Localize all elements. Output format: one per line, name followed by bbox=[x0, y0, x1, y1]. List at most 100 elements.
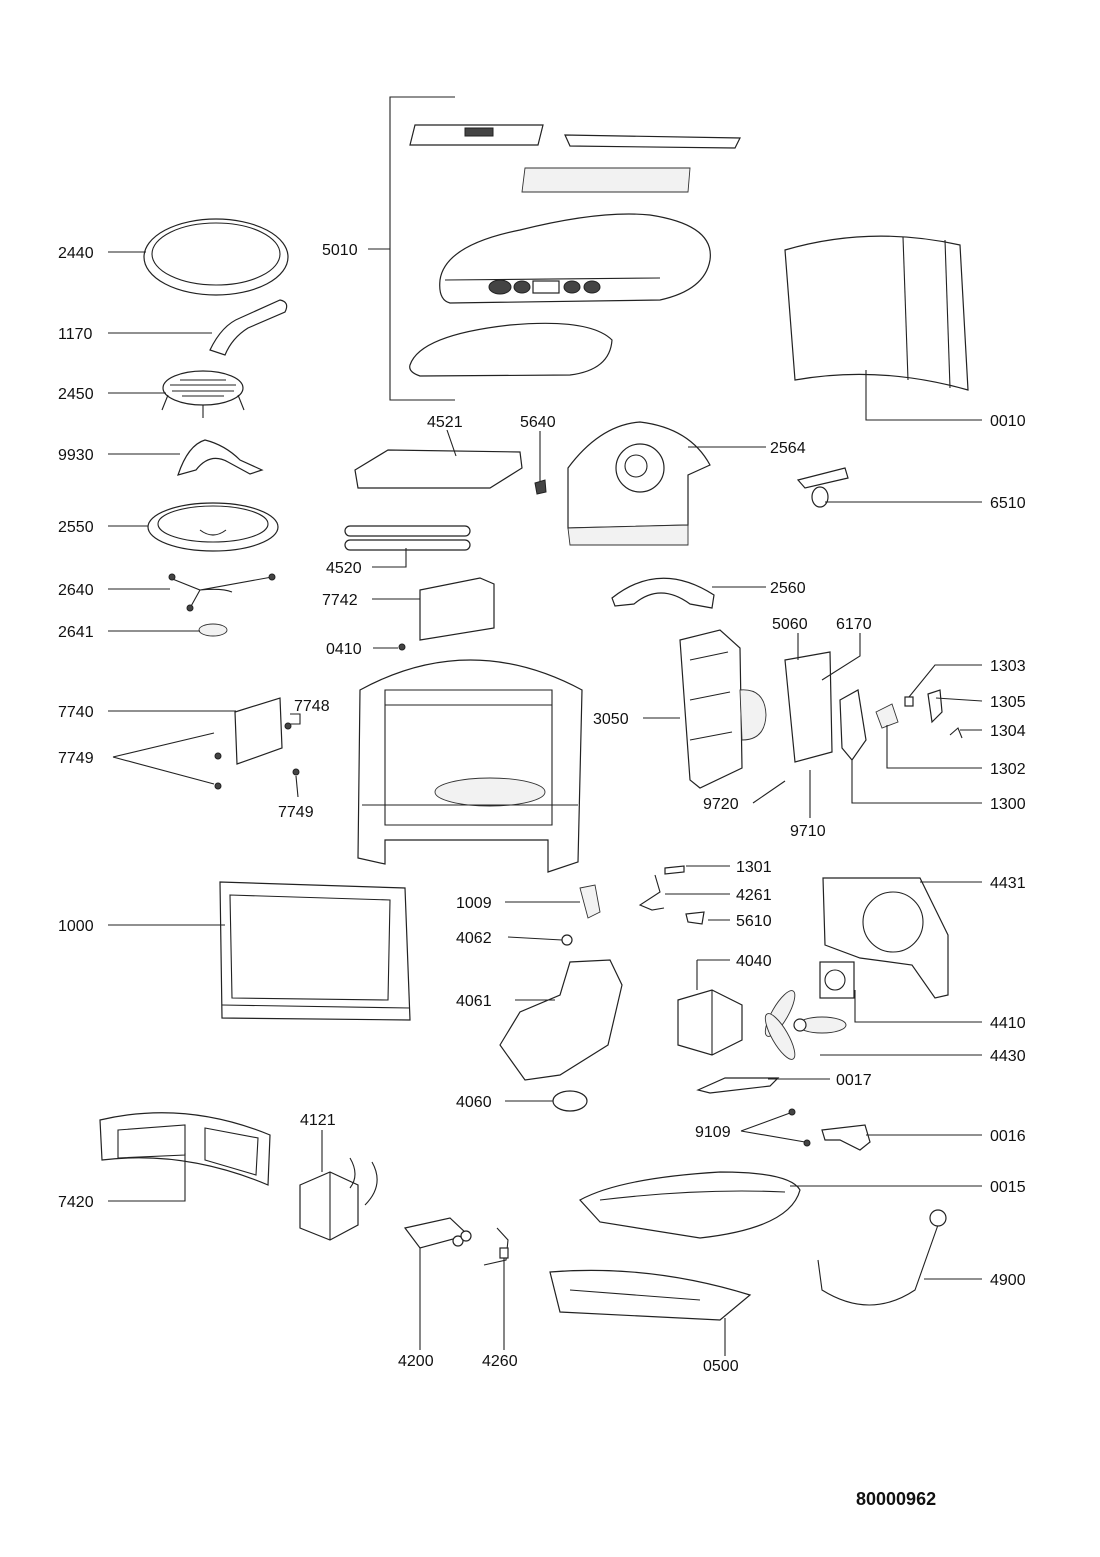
part-7420-door-frame bbox=[99, 1112, 271, 1186]
callout-0016: 0016 bbox=[990, 1128, 1026, 1145]
callout-2640: 2640 bbox=[58, 582, 94, 599]
callout-9930: 9930 bbox=[58, 447, 94, 464]
callout-2564: 2564 bbox=[770, 440, 806, 457]
callout-1302: 1302 bbox=[990, 761, 1026, 778]
callout-4040: 4040 bbox=[736, 953, 772, 970]
part-4261 bbox=[638, 874, 665, 911]
part-4062 bbox=[561, 934, 573, 946]
part-2550-glass-tray bbox=[147, 502, 279, 552]
part-0010-outer-case bbox=[784, 235, 969, 391]
part-4430-fan-blade bbox=[764, 990, 847, 1060]
callout-4900: 4900 bbox=[990, 1272, 1026, 1289]
callout-4260: 4260 bbox=[482, 1353, 518, 1370]
callout-5010: 5010 bbox=[322, 242, 358, 259]
part-1009 bbox=[579, 884, 601, 919]
part-4061-bracket bbox=[499, 959, 623, 1081]
part-5610 bbox=[685, 911, 705, 925]
part-2560-cover bbox=[611, 577, 715, 609]
part-1303 bbox=[904, 696, 914, 707]
part-1304 bbox=[949, 727, 963, 739]
part-4121-transformer bbox=[299, 1157, 378, 1241]
callout-4410: 4410 bbox=[990, 1015, 1026, 1032]
callout-0017: 0017 bbox=[836, 1072, 872, 1089]
callout-7748: 7748 bbox=[294, 698, 330, 715]
callout-9109: 9109 bbox=[695, 1124, 731, 1141]
callout-4060: 4060 bbox=[456, 1094, 492, 1111]
part-9109-screw-b bbox=[803, 1139, 811, 1147]
part-1301 bbox=[664, 865, 685, 875]
callout-4121: 4121 bbox=[300, 1112, 336, 1129]
part-4200-capacitor bbox=[403, 1217, 472, 1249]
part-4040-transformer bbox=[677, 989, 743, 1056]
part-5010-control-panel bbox=[409, 124, 741, 377]
part-7742-plate bbox=[419, 577, 495, 641]
part-1000-door-frame bbox=[219, 881, 411, 1021]
document-number: 80000962 bbox=[856, 1489, 936, 1509]
part-4521-cover bbox=[354, 449, 523, 489]
part-9109-screw-a bbox=[788, 1108, 796, 1116]
part-0500-front-panel bbox=[549, 1269, 752, 1321]
callout-7420: 7420 bbox=[58, 1194, 94, 1211]
callout-7742: 7742 bbox=[322, 592, 358, 609]
callout-4061: 4061 bbox=[456, 993, 492, 1010]
callout-2641: 2641 bbox=[58, 624, 94, 641]
part-4520-heater bbox=[344, 525, 471, 551]
callout-1303: 1303 bbox=[990, 658, 1026, 675]
part-5640-screw bbox=[534, 479, 547, 495]
callout-0010: 0010 bbox=[990, 413, 1026, 430]
part-6170-bracket bbox=[839, 689, 867, 761]
callout-3050: 3050 bbox=[593, 711, 629, 728]
callout-1301: 1301 bbox=[736, 859, 772, 876]
callout-1305: 1305 bbox=[990, 694, 1026, 711]
part-7740-plate bbox=[214, 697, 300, 790]
callout-1300: 1300 bbox=[990, 796, 1026, 813]
callout-6170: 6170 bbox=[836, 616, 872, 633]
callout-4520: 4520 bbox=[326, 560, 362, 577]
callout-9710: 9710 bbox=[790, 823, 826, 840]
callout-2560: 2560 bbox=[770, 580, 806, 597]
callout-0410: 0410 bbox=[326, 641, 362, 658]
part-0016 bbox=[821, 1124, 871, 1151]
part-main-cavity bbox=[357, 659, 583, 873]
callout-1000: 1000 bbox=[58, 918, 94, 935]
part-4431-fan-duct bbox=[822, 877, 949, 999]
callout-4062: 4062 bbox=[456, 930, 492, 947]
part-drawings bbox=[99, 124, 969, 1321]
callout-1304: 1304 bbox=[990, 723, 1026, 740]
callout-2450: 2450 bbox=[58, 386, 94, 403]
part-3050-frame bbox=[679, 629, 767, 789]
part-4410-motor bbox=[819, 961, 855, 999]
callout-5610: 5610 bbox=[736, 913, 772, 930]
callout-2550: 2550 bbox=[58, 519, 94, 536]
callout-5060: 5060 bbox=[772, 616, 808, 633]
part-1305 bbox=[927, 689, 943, 724]
part-2640-roller-support bbox=[168, 573, 276, 612]
part-5060-board bbox=[784, 651, 833, 763]
callout-9720: 9720 bbox=[703, 796, 739, 813]
part-2450-grill-rack bbox=[161, 370, 245, 418]
part-9930-clip bbox=[177, 439, 264, 476]
part-4060-motor bbox=[552, 1090, 588, 1112]
part-4900-power-cord bbox=[817, 1209, 947, 1306]
callout-4430: 4430 bbox=[990, 1048, 1026, 1065]
part-0410-screw bbox=[398, 643, 406, 651]
callout-labels: 5010 2440 1170 2450 9930 2550 2640 2641 … bbox=[58, 242, 1026, 1375]
part-2641-coupler bbox=[198, 623, 228, 637]
callout-5640: 5640 bbox=[520, 414, 556, 431]
callout-6510: 6510 bbox=[990, 495, 1026, 512]
part-0017-clip bbox=[696, 1077, 780, 1094]
callout-1170: 1170 bbox=[58, 326, 93, 343]
callout-7749-right: 7749 bbox=[278, 804, 314, 821]
callout-7749-left: 7749 bbox=[58, 750, 94, 767]
callout-4521: 4521 bbox=[427, 414, 463, 431]
part-2564-cavity-back bbox=[567, 421, 711, 546]
part-1302-switch bbox=[875, 703, 899, 729]
part-1170-handle bbox=[209, 299, 288, 356]
callout-4261: 4261 bbox=[736, 887, 772, 904]
callout-4431: 4431 bbox=[990, 875, 1026, 892]
part-2440-ring bbox=[143, 218, 289, 296]
leader-lines bbox=[108, 96, 983, 1356]
callout-0500: 0500 bbox=[703, 1358, 739, 1375]
callout-7740: 7740 bbox=[58, 704, 94, 721]
callout-0015: 0015 bbox=[990, 1179, 1026, 1196]
